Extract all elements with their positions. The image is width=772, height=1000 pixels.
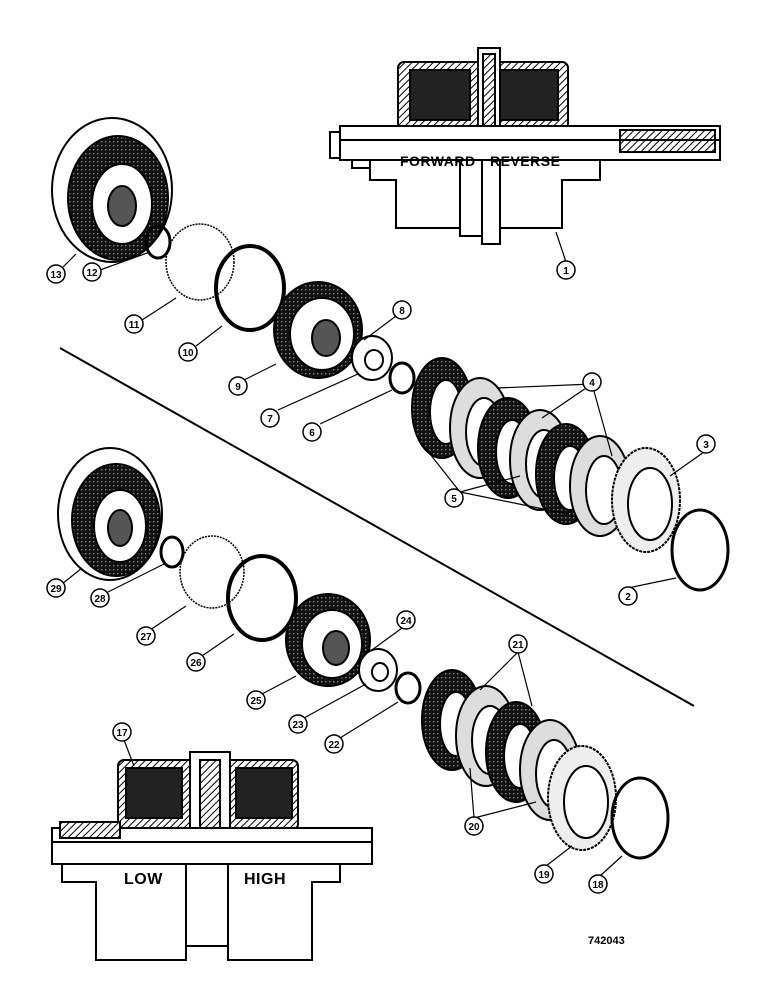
svg-text:21: 21 [512, 640, 524, 651]
low-label: LOW [124, 871, 163, 888]
svg-text:17: 17 [116, 728, 128, 739]
svg-text:23: 23 [292, 720, 304, 731]
callout-13: 13 [46, 264, 66, 284]
callout-26: 26 [186, 652, 206, 672]
low-high-clutch-housing [51, 751, 373, 961]
callout-9: 9 [228, 376, 248, 396]
callout-18: 18 [588, 874, 608, 894]
leader-lines [61, 231, 705, 877]
callout-7: 7 [260, 408, 280, 428]
svg-text:2: 2 [625, 592, 631, 603]
callout-20: 20 [464, 816, 484, 836]
seal-ring-26 [226, 554, 298, 642]
callout-23: 23 [288, 714, 308, 734]
pressure-plate-3 [611, 447, 681, 553]
svg-text:24: 24 [400, 616, 412, 627]
callout-29: 29 [46, 578, 66, 598]
pressure-plate-19 [547, 745, 617, 851]
svg-text:20: 20 [468, 822, 480, 833]
upper-disc-pack [411, 357, 631, 537]
clutch-drum-13 [51, 117, 173, 263]
seal-11 [165, 223, 235, 301]
callout-22: 22 [324, 734, 344, 754]
svg-text:28: 28 [94, 594, 106, 605]
svg-text:4: 4 [589, 378, 595, 389]
svg-text:5: 5 [451, 494, 457, 505]
callout-11: 11 [124, 314, 144, 334]
seal-ring-10 [214, 244, 286, 332]
svg-text:22: 22 [328, 740, 340, 751]
snap-ring-12 [144, 224, 172, 260]
svg-text:19: 19 [538, 870, 550, 881]
figure-number: 742043 [588, 935, 625, 947]
callout-21: 21 [508, 634, 528, 654]
callout-12: 12 [82, 262, 102, 282]
callout-19: 19 [534, 864, 554, 884]
snap-ring-2 [670, 508, 730, 592]
svg-text:18: 18 [592, 880, 604, 891]
piston-9 [273, 281, 363, 379]
snap-ring-22 [394, 671, 422, 705]
callout-4: 4 [582, 372, 602, 392]
callout-2: 2 [618, 586, 638, 606]
svg-text:12: 12 [86, 268, 98, 279]
callout-28: 28 [90, 588, 110, 608]
callout-5: 5 [444, 488, 464, 508]
svg-text:10: 10 [182, 348, 194, 359]
callout-8: 8 [392, 300, 412, 320]
separator-line [59, 347, 695, 707]
callout-25: 25 [246, 690, 266, 710]
svg-text:7: 7 [267, 414, 273, 425]
svg-text:6: 6 [309, 428, 315, 439]
svg-text:9: 9 [235, 382, 241, 393]
svg-text:29: 29 [50, 584, 62, 595]
callout-1: 1 [556, 260, 576, 280]
snap-ring-6 [388, 361, 416, 395]
seal-27 [179, 535, 245, 609]
piston-25 [285, 593, 371, 687]
callout-17: 17 [112, 722, 132, 742]
callout-6: 6 [302, 422, 322, 442]
svg-text:26: 26 [190, 658, 202, 669]
washer-7 [351, 335, 393, 381]
svg-text:1: 1 [563, 266, 569, 277]
forward-label: FORWARD [400, 153, 476, 169]
snap-ring-28 [159, 535, 185, 569]
snap-ring-18 [610, 776, 670, 860]
svg-text:25: 25 [250, 696, 262, 707]
svg-text:11: 11 [129, 320, 140, 331]
high-label: HIGH [244, 871, 286, 888]
callout-24: 24 [396, 610, 416, 630]
forward-reverse-clutch-housing [329, 47, 721, 245]
svg-text:8: 8 [399, 306, 405, 317]
clutch-drum-29 [57, 447, 163, 581]
svg-text:3: 3 [703, 440, 709, 451]
callout-27: 27 [136, 626, 156, 646]
svg-text:27: 27 [140, 632, 152, 643]
callout-3: 3 [696, 434, 716, 454]
washer-23 [358, 648, 398, 692]
svg-text:13: 13 [50, 270, 62, 281]
reverse-label: REVERSE [490, 153, 560, 169]
callout-10: 10 [178, 342, 198, 362]
